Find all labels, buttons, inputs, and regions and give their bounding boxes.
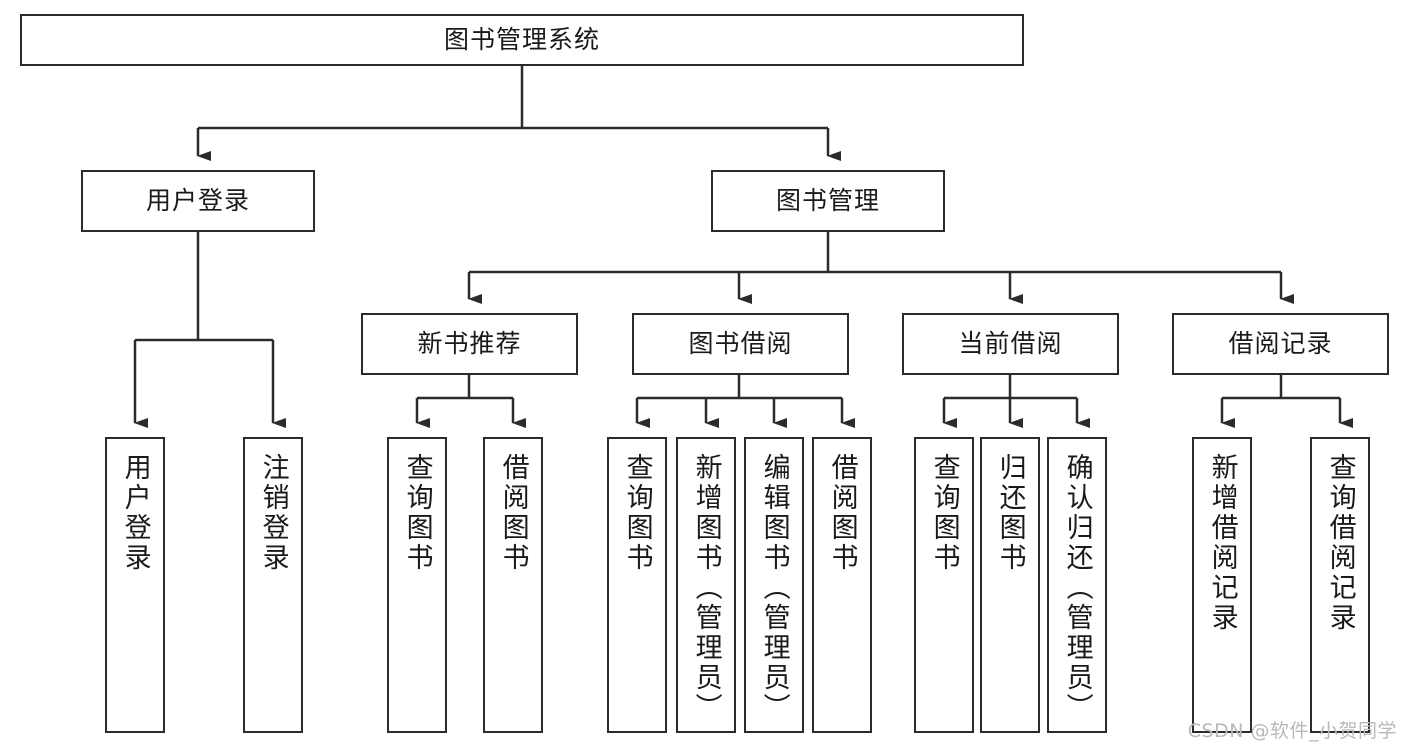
- node-user-login[interactable]: 用户登录: [81, 170, 315, 232]
- node-label: 查询图书: [621, 453, 653, 573]
- node-label: 确认归还（管理员）: [1061, 453, 1093, 723]
- node-book-management[interactable]: 图书管理: [711, 170, 945, 232]
- node-book-borrow[interactable]: 图书借阅: [632, 313, 849, 375]
- node-leaf-query-books-borrow[interactable]: 查询图书: [607, 437, 667, 733]
- node-label: 借阅记录: [1228, 329, 1333, 359]
- node-label: 图书借阅: [688, 329, 793, 359]
- node-label: 新增图书（管理员）: [690, 453, 722, 723]
- node-leaf-query-books-recommend[interactable]: 查询图书: [387, 437, 447, 733]
- node-label: 注销登录: [257, 453, 289, 573]
- node-label: 归还图书: [994, 453, 1026, 573]
- node-label: 图书管理系统: [443, 25, 600, 55]
- node-label: 用户登录: [145, 186, 250, 216]
- node-root-book-management-system[interactable]: 图书管理系统: [20, 14, 1024, 66]
- node-label: 查询图书: [401, 453, 433, 573]
- node-label: 用户登录: [119, 453, 151, 573]
- node-leaf-borrow-books-recommend[interactable]: 借阅图书: [483, 437, 543, 733]
- node-leaf-confirm-return-admin[interactable]: 确认归还（管理员）: [1047, 437, 1107, 733]
- node-borrow-record[interactable]: 借阅记录: [1172, 313, 1389, 375]
- node-label: 查询借阅记录: [1324, 453, 1356, 633]
- node-label: 借阅图书: [497, 453, 529, 573]
- watermark-text: CSDN @软件_小贺同学: [1187, 720, 1397, 742]
- node-leaf-return-books[interactable]: 归还图书: [980, 437, 1040, 733]
- node-leaf-edit-book-admin[interactable]: 编辑图书（管理员）: [744, 437, 804, 733]
- node-label: 查询图书: [928, 453, 960, 573]
- node-new-book-recommend[interactable]: 新书推荐: [361, 313, 578, 375]
- node-leaf-add-borrow-record[interactable]: 新增借阅记录: [1192, 437, 1252, 733]
- node-label: 当前借阅: [958, 329, 1063, 359]
- node-leaf-borrow-books[interactable]: 借阅图书: [812, 437, 872, 733]
- node-leaf-add-book-admin[interactable]: 新增图书（管理员）: [676, 437, 736, 733]
- node-label: 新增借阅记录: [1206, 453, 1238, 633]
- node-leaf-user-login[interactable]: 用户登录: [105, 437, 165, 733]
- node-label: 编辑图书（管理员）: [758, 453, 790, 723]
- node-leaf-query-borrow-record[interactable]: 查询借阅记录: [1310, 437, 1370, 733]
- node-label: 新书推荐: [417, 329, 522, 359]
- node-current-borrow[interactable]: 当前借阅: [902, 313, 1119, 375]
- node-label: 图书管理: [775, 186, 880, 216]
- node-leaf-query-books-current[interactable]: 查询图书: [914, 437, 974, 733]
- node-leaf-logout[interactable]: 注销登录: [243, 437, 303, 733]
- node-label: 借阅图书: [826, 453, 858, 573]
